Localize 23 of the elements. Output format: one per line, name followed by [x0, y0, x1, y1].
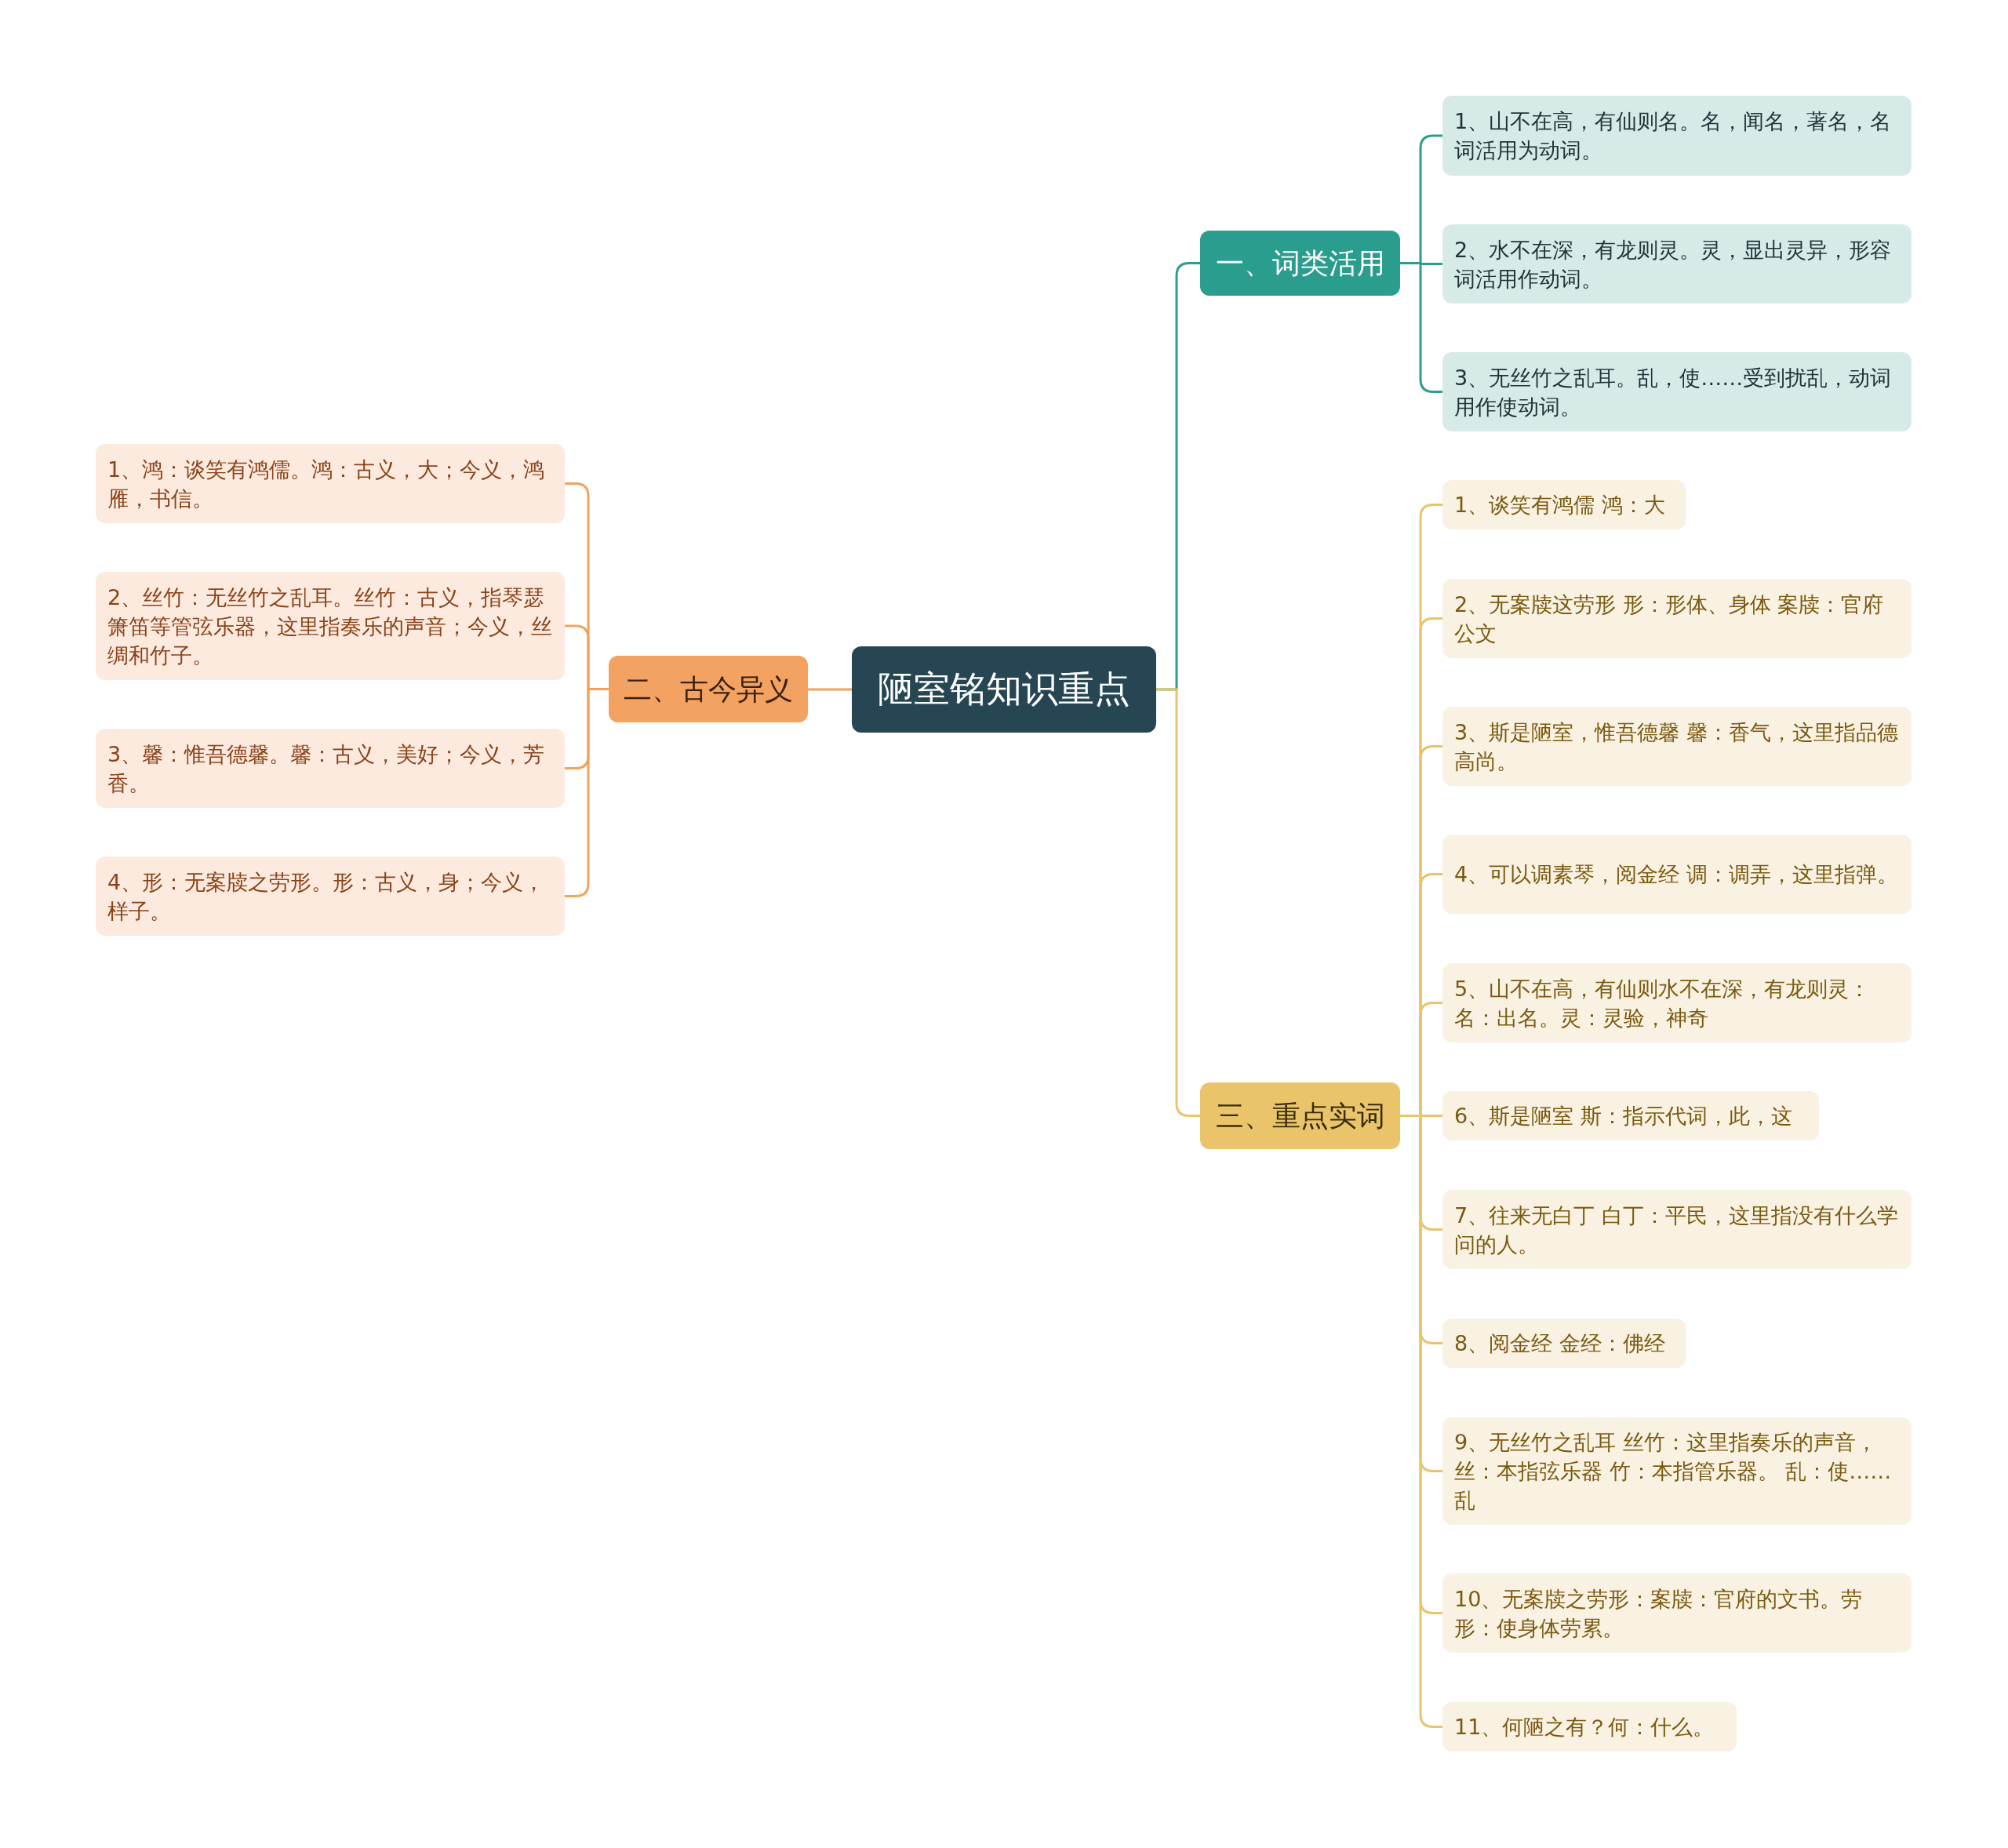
leaf-box: 2、水不在深，有龙则灵。灵，显出灵异，形容词活用作动词。	[1442, 224, 1912, 304]
branch-box: 一、词类活用	[1200, 231, 1400, 296]
leaf-box: 3、无丝竹之乱耳。乱，使……受到扰乱，动词用作使动词。	[1442, 352, 1912, 431]
leaf-box: 4、可以调素琴，阅金经 调：调弄，这里指弹。	[1442, 835, 1912, 914]
leaf-box: 11、何陋之有？何：什么。	[1442, 1702, 1737, 1752]
branch-box: 三、重点实词	[1200, 1082, 1400, 1149]
branch-box: 二、古今异义	[609, 656, 808, 722]
leaf-box: 2、无案牍这劳形 形：形体、身体 案牍：官府公文	[1442, 579, 1912, 658]
leaf-box: 9、无丝竹之乱耳 丝竹：这里指奏乐的声音，丝：本指弦乐器 竹：本指管乐器。 乱：使……乱	[1442, 1417, 1912, 1525]
leaf-box: 1、谈笑有鸿儒 鸿：大	[1442, 480, 1686, 529]
leaf-box: 1、鸿：谈笑有鸿儒。鸿：古义，大；今义，鸿雁，书信。	[96, 444, 565, 523]
leaf-box: 7、往来无白丁 白丁：平民，这里指没有什么学问的人。	[1442, 1190, 1912, 1269]
leaf-box: 10、无案牍之劳形：案牍：官府的文书。劳形：使身体劳累。	[1442, 1573, 1912, 1653]
central-topic-box: 陋室铭知识重点	[852, 646, 1156, 733]
leaf-box: 8、阅金经 金经：佛经	[1442, 1319, 1686, 1368]
connector-line	[808, 688, 852, 691]
leaf-box: 2、丝竹：无丝竹之乱耳。丝竹：古义，指琴瑟箫笛等管弦乐器，这里指奏乐的声音；今义，丝绸和竹子。	[96, 572, 565, 680]
leaf-box: 5、山不在高，有仙则水不在深，有龙则灵：名：出名。灵：灵验，神奇	[1442, 963, 1912, 1042]
leaf-box: 3、馨：惟吾德馨。馨：古义，美好；今义，芳香。	[96, 729, 565, 808]
leaf-box: 4、形：无案牍之劳形。形：古义，身；今义，样子。	[96, 857, 565, 936]
leaf-box: 1、山不在高，有仙则名。名，闻名，著名，名词活用为动词。	[1442, 96, 1912, 176]
leaf-box: 3、斯是陋室，惟吾德馨 馨：香气，这里指品德高尚。	[1442, 707, 1912, 786]
leaf-box: 6、斯是陋室 斯：指示代词，此，这	[1442, 1091, 1819, 1140]
